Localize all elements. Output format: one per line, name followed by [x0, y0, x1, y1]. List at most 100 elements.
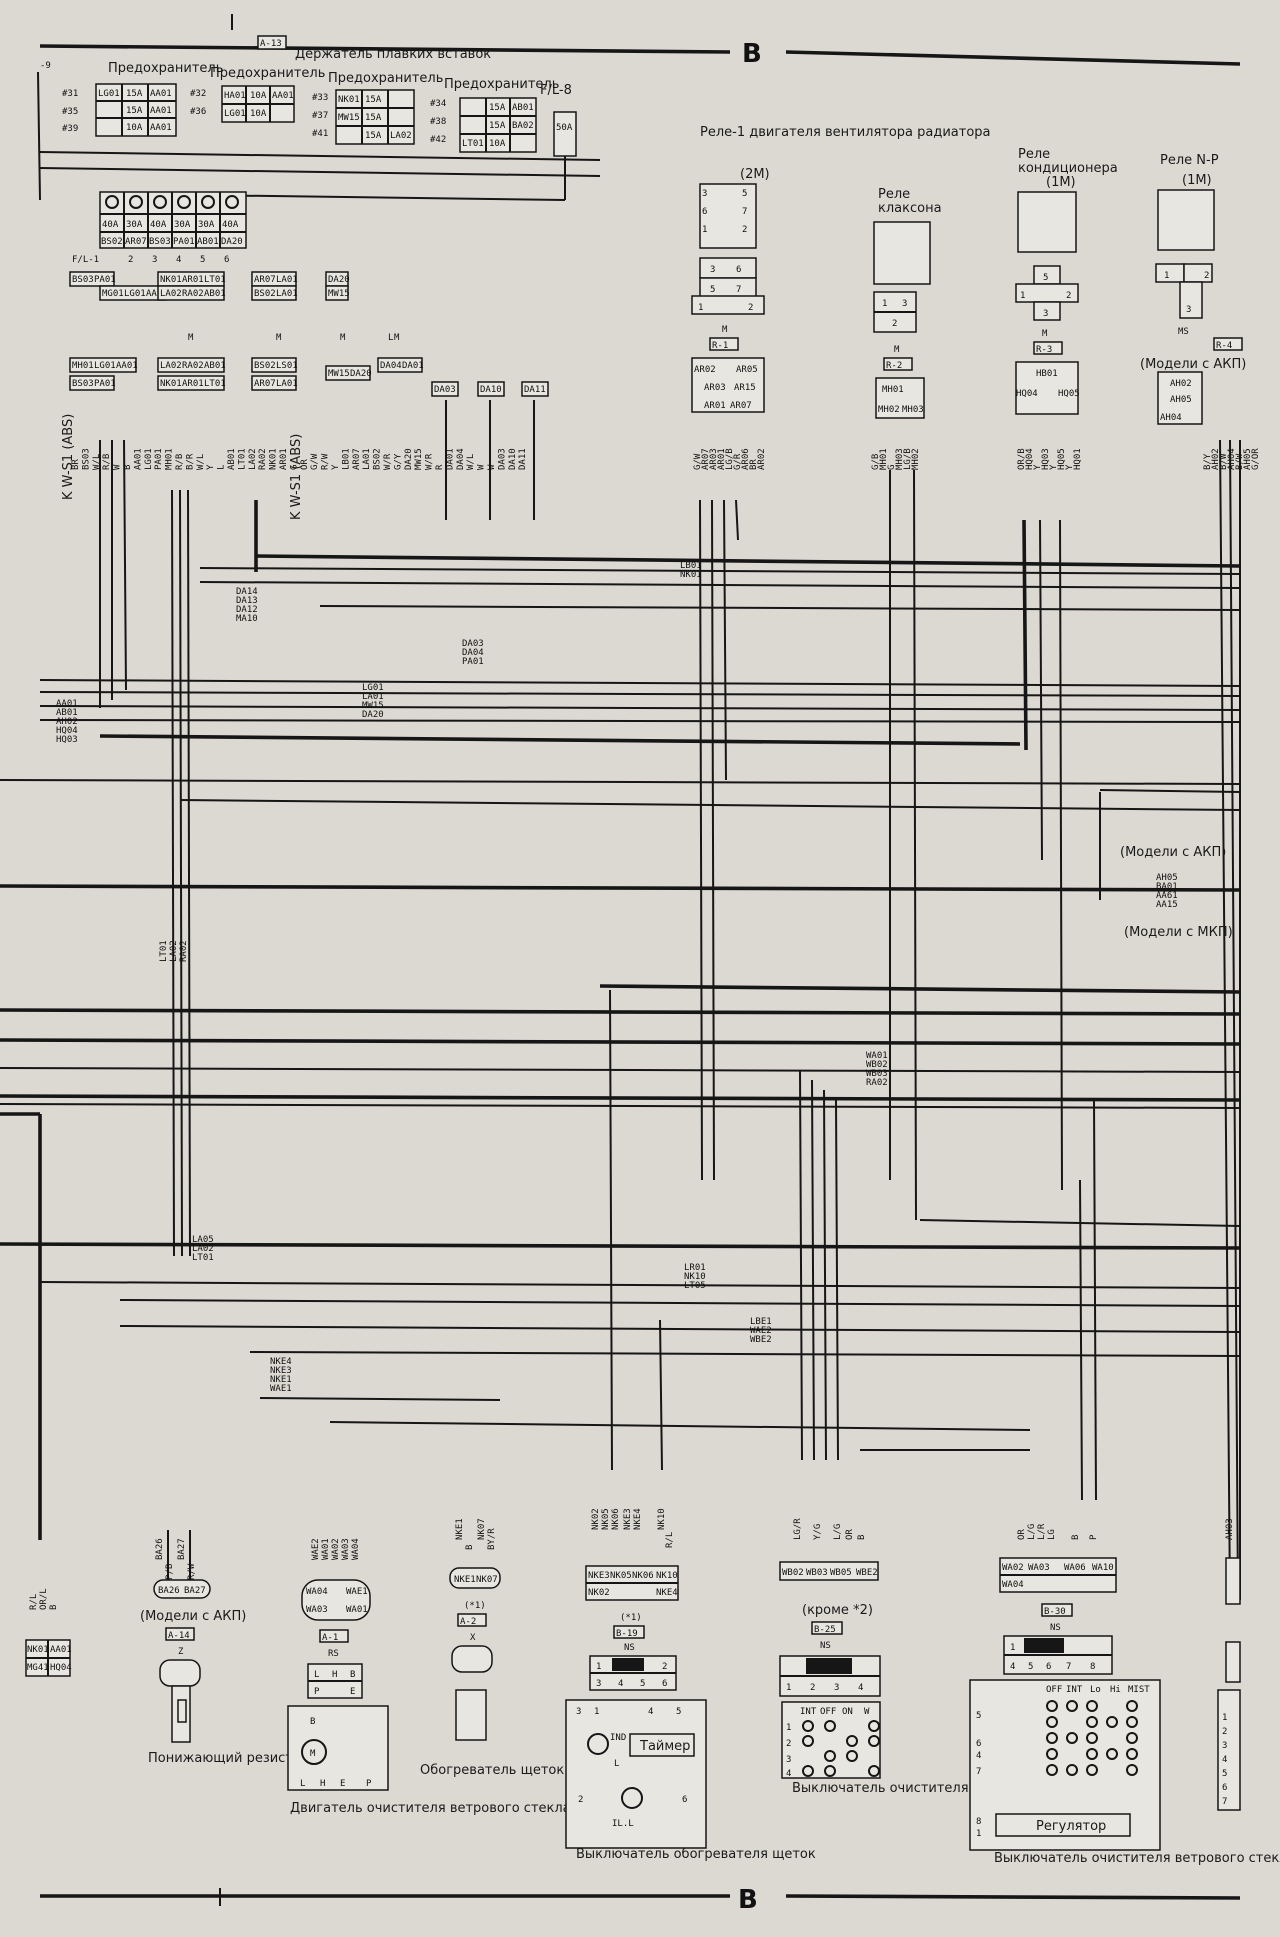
bundle-code: LT05: [684, 1281, 706, 1291]
svg-text:WB03: WB03: [806, 1568, 828, 1578]
connector-code: LA02: [160, 361, 182, 371]
section-letter-top: B: [742, 39, 762, 69]
svg-text:WBE2: WBE2: [856, 1568, 878, 1578]
bundle-code: RA02: [866, 1078, 888, 1088]
svg-text:ON: ON: [842, 1707, 853, 1717]
relay-wire-label: G/OR: [1251, 448, 1261, 470]
svg-text:3: 3: [710, 265, 715, 275]
fuse-group-2: #32 #36 HA01 10A AA01 LG01 10A: [190, 85, 295, 123]
fl-code: PA01: [173, 237, 195, 247]
svg-text:5: 5: [1043, 273, 1048, 283]
svg-text:3: 3: [1186, 305, 1191, 315]
svg-text:10A: 10A: [250, 109, 267, 119]
svg-text:B: B: [857, 1535, 867, 1540]
svg-text:Выключатель обогревателя щеток: Выключатель обогревателя щеток: [576, 1847, 816, 1862]
svg-text:2: 2: [748, 303, 753, 313]
svg-text:OFF: OFF: [820, 1707, 836, 1717]
fl-code: BS02: [101, 237, 123, 247]
svg-text:WA04: WA04: [1002, 1580, 1024, 1590]
wire-color-label: DA04: [456, 448, 466, 470]
svg-text:NK01: NK01: [27, 1645, 49, 1655]
svg-text:L: L: [300, 1779, 305, 1789]
svg-text:7: 7: [1066, 1662, 1071, 1672]
bundle-code: LA02: [192, 1244, 214, 1254]
svg-text:E: E: [350, 1687, 355, 1697]
relay-wire-label: AR03: [709, 448, 719, 470]
connector-m-label: M: [276, 333, 282, 343]
wire-color-label: G/Y: [393, 453, 403, 470]
bundle-code: AB01: [56, 708, 78, 718]
wire-color-label: RA02: [258, 448, 268, 470]
svg-text:AH02: AH02: [1170, 379, 1192, 389]
wire-color-label: Y: [206, 464, 216, 470]
svg-text:1: 1: [882, 299, 887, 309]
bundle-code: NK01: [680, 570, 702, 580]
svg-text:NK07: NK07: [477, 1518, 487, 1540]
svg-text:(*1): (*1): [620, 1613, 642, 1623]
svg-text:5: 5: [1028, 1662, 1033, 1672]
connector-code: MW15: [328, 289, 350, 299]
svg-text:4: 4: [618, 1679, 623, 1689]
svg-text:1: 1: [1010, 1643, 1015, 1653]
connector-code: BS02: [254, 361, 276, 371]
svg-text:Lo: Lo: [1090, 1685, 1101, 1695]
svg-text:3: 3: [786, 1755, 791, 1765]
svg-text:#42: #42: [430, 135, 446, 145]
fl-rating: 30A: [174, 220, 191, 230]
svg-text:NK02: NK02: [591, 1508, 601, 1530]
svg-text:WA03: WA03: [306, 1605, 328, 1615]
fl-rating: 40A: [150, 220, 167, 230]
svg-text:#34: #34: [430, 99, 446, 109]
svg-text:(1M): (1M): [1182, 173, 1212, 188]
svg-text:#31: #31: [62, 89, 78, 99]
relay-wire-label: AH04: [1227, 448, 1237, 470]
bundle-code: LA02: [169, 940, 179, 962]
connector-m-label: M: [188, 333, 194, 343]
wire-color-label: LB01: [341, 448, 351, 470]
relay-wire-label: B/Y: [1203, 453, 1213, 470]
wire-color-label: AR01: [279, 448, 289, 470]
svg-text:NKE1: NKE1: [454, 1575, 476, 1585]
svg-text:NK05: NK05: [601, 1508, 611, 1530]
svg-text:Реле N-P: Реле N-P: [1160, 153, 1219, 168]
connector-code: LT01: [204, 379, 226, 389]
fl-rating: 40A: [102, 220, 119, 230]
svg-text:AR02: AR02: [694, 365, 716, 375]
left-bottom-connector: R/L OR/L B NK01 AA01 MG41 HQ04: [25, 1588, 72, 1677]
svg-text:4: 4: [976, 1751, 981, 1761]
svg-text:AR03: AR03: [704, 383, 726, 393]
svg-text:10A: 10A: [489, 139, 506, 149]
svg-text:NKE4: NKE4: [633, 1508, 643, 1530]
bundle-code: LR01: [684, 1263, 706, 1273]
bundle-code: LBE1: [750, 1317, 772, 1327]
top-border: A-13 Держатель плавких вставок B -9: [39, 14, 1241, 71]
connector-m-label: L: [388, 333, 393, 343]
connector-code: AB01: [204, 289, 226, 299]
svg-text:3: 3: [576, 1707, 581, 1717]
connector-code: DA20: [350, 369, 372, 379]
svg-text:HQ05: HQ05: [1058, 389, 1080, 399]
svg-text:1: 1: [698, 303, 703, 313]
svg-text:MG41: MG41: [27, 1663, 49, 1673]
bundle-code: AA15: [1156, 900, 1178, 910]
bundle-code: RA02: [179, 940, 189, 962]
svg-text:HQ04: HQ04: [1016, 389, 1038, 399]
svg-text:7: 7: [736, 285, 741, 295]
wire-color-label: R/B: [102, 454, 112, 470]
bundle-code: NK10: [684, 1272, 706, 1282]
component-wiper-heater-switch: NK02 NK05 NK06 NKE3 NKE4 NK10 R/L NKE3 N…: [565, 1508, 816, 1862]
connector-code: LT01: [204, 275, 226, 285]
relay-wire-label: AR01: [717, 448, 727, 470]
wire-color-label: W/L: [466, 454, 476, 470]
fl-code: BS03: [149, 237, 171, 247]
connector-code: DA04: [380, 361, 402, 371]
svg-text:5: 5: [676, 1707, 681, 1717]
svg-text:WA04: WA04: [306, 1587, 328, 1597]
bottom-border: B: [40, 1885, 1241, 1915]
note-mkp: (Модели с МКП): [1124, 925, 1233, 940]
relay-wire-label: Y: [1065, 464, 1075, 470]
svg-text:NK06: NK06: [611, 1508, 621, 1530]
relay-wire-label: AR02: [757, 448, 767, 470]
relay-air-conditioner: Реле кондиционера (1M) 5 1 2 3 M R-3 HB0…: [1015, 147, 1118, 415]
svg-text:(кроме *2): (кроме *2): [802, 1603, 873, 1618]
